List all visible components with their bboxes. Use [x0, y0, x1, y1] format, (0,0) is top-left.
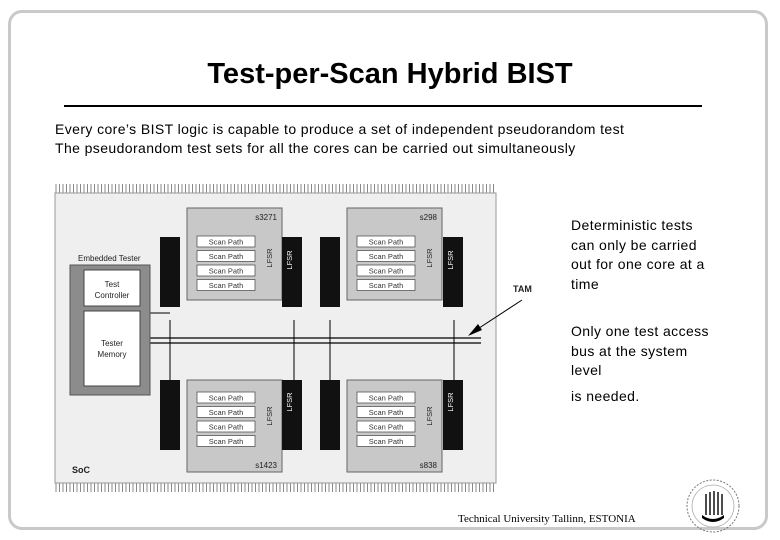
test-controller-box — [83, 269, 141, 307]
scan-path-label: Scan Path — [209, 437, 244, 446]
scan-path — [356, 406, 416, 418]
scan-path — [356, 235, 416, 248]
scan-path — [196, 435, 256, 447]
soc-pins-bottom — [55, 483, 494, 492]
scan-path-label: Scan Path — [209, 394, 244, 403]
scan-path-label: Scan Path — [209, 281, 244, 290]
core-name: s1423 — [255, 461, 277, 470]
lfsr-label: LFSR — [425, 406, 434, 426]
scan-path — [356, 391, 416, 404]
scan-path-label: Scan Path — [369, 281, 404, 290]
soc-pins-top — [55, 184, 494, 193]
scan-path — [196, 279, 256, 291]
scan-path — [196, 420, 256, 433]
lfsr-label: LFSR — [265, 406, 274, 426]
scan-path-label: Scan Path — [369, 408, 404, 417]
side-note-needed: is needed. — [571, 388, 640, 404]
scan-path — [356, 279, 416, 291]
wrapper-block — [282, 380, 302, 450]
scan-path-label: Scan Path — [209, 408, 244, 417]
wrapper-block — [443, 380, 463, 450]
scan-path-label: Scan Path — [369, 394, 404, 403]
lfsr-label: LFSR — [446, 250, 455, 270]
scan-path-label: Scan Path — [209, 238, 244, 247]
scan-path-label: Scan Path — [209, 252, 244, 261]
wrapper-block — [320, 380, 340, 450]
scan-path — [196, 250, 256, 262]
core-name: s3271 — [255, 213, 277, 222]
scan-path-label: Scan Path — [369, 252, 404, 261]
tester-memory-label-1: Tester — [101, 339, 123, 348]
scan-path — [196, 391, 256, 404]
bullet-2: The pseudorandom test sets for all the c… — [55, 140, 576, 156]
scan-path — [356, 420, 416, 433]
wrapper-block — [443, 237, 463, 307]
test-controller-label-1: Test — [105, 280, 120, 289]
soc-pin-rows — [55, 184, 494, 492]
tester-memory-box — [83, 310, 141, 387]
lfsr-label: LFSR — [285, 392, 294, 412]
scan-path-label: Scan Path — [369, 238, 404, 247]
wrapper-block — [282, 237, 302, 307]
lfsr-label: LFSR — [265, 248, 274, 268]
wrapper-block — [320, 237, 340, 307]
side-note-test-access-bus: Only one test access bus at the system l… — [571, 323, 709, 378]
university-seal-icon — [686, 479, 740, 533]
footer-text: Technical University Tallinn, ESTONIA — [458, 513, 636, 525]
tam-arrow-head — [468, 324, 482, 336]
side-note-deterministic: Deterministic tests can only be carried … — [571, 217, 705, 292]
soc-label: SoC — [72, 465, 91, 475]
wrapper-block — [160, 380, 180, 450]
scan-path — [356, 250, 416, 262]
tam-label: TAM — [513, 284, 532, 294]
test-controller-label-2: Controller — [95, 291, 130, 300]
test-access-bus — [148, 312, 481, 380]
tester-memory-label-2: Memory — [98, 350, 127, 359]
wrapper-blocks: LFSR LFSR LFSR LFSR — [160, 237, 463, 450]
lfsr-label: LFSR — [285, 250, 294, 270]
core-name: s838 — [420, 461, 438, 470]
scan-path — [356, 264, 416, 277]
scan-path-label: Scan Path — [209, 423, 244, 432]
scan-path-label: Scan Path — [369, 423, 404, 432]
scan-path-label: Scan Path — [369, 267, 404, 276]
embedded-tester-label: Embedded Tester — [78, 254, 141, 263]
title-rule — [64, 105, 702, 107]
scan-path — [196, 235, 256, 248]
bullet-1: Every core’s BIST logic is capable to pr… — [55, 121, 625, 137]
core-name: s298 — [420, 213, 438, 222]
slide-frame — [8, 10, 768, 530]
lfsr-label: LFSR — [446, 392, 455, 412]
slide-title: Test-per-Scan Hybrid BIST — [207, 58, 573, 90]
scan-path — [196, 264, 256, 277]
lfsr-label: LFSR — [425, 248, 434, 268]
scan-path — [356, 435, 416, 447]
scan-path — [196, 406, 256, 418]
scan-path-label: Scan Path — [209, 267, 244, 276]
wrapper-block — [160, 237, 180, 307]
bullet-list: Every core’s BIST logic is capable to pr… — [55, 120, 624, 158]
scan-path-label: Scan Path — [369, 437, 404, 446]
